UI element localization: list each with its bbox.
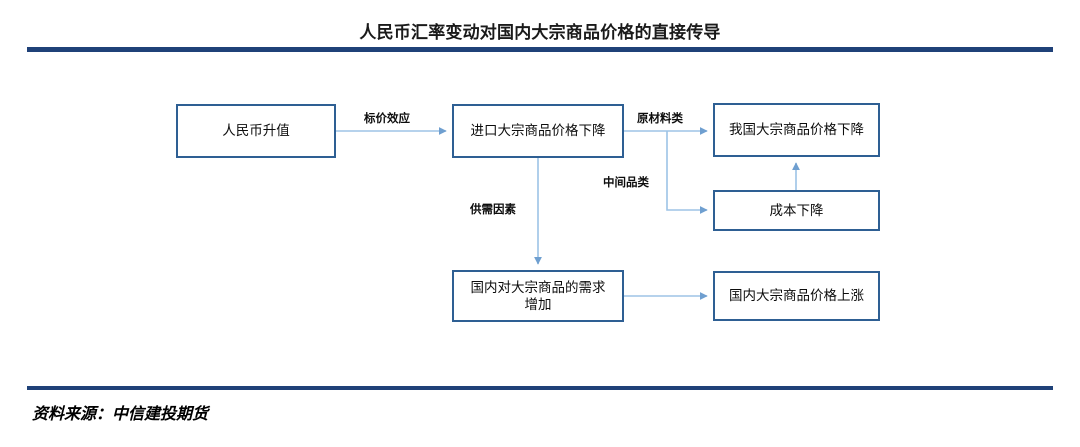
edge-label-raw-material: 原材料类 <box>637 113 683 125</box>
node-demand-up[interactable]: 国内对大宗商品的需求 增加 <box>452 270 624 322</box>
title-divider <box>27 47 1053 52</box>
page-title: 人民币汇率变动对国内大宗商品价格的直接传导 <box>359 23 721 42</box>
edge-label-supply-demand: 供需因素 <box>470 204 516 216</box>
node-domestic-price-up[interactable]: 国内大宗商品价格上涨 <box>713 271 880 321</box>
edge-label-intermediate: 中间品类 <box>603 177 649 189</box>
source-note: 资料来源：中信建投期货 <box>32 406 209 423</box>
node-cost-down[interactable]: 成本下降 <box>713 190 880 231</box>
edge-label-pricing-effect: 标价效应 <box>364 113 410 125</box>
edge-import-to-cost <box>666 131 708 214</box>
footer-divider <box>27 386 1053 390</box>
node-china-price-down[interactable]: 我国大宗商品价格下降 <box>713 103 880 157</box>
node-rmb-appreciation[interactable]: 人民币升值 <box>176 104 336 158</box>
node-import-price-down[interactable]: 进口大宗商品价格下降 <box>452 104 624 158</box>
